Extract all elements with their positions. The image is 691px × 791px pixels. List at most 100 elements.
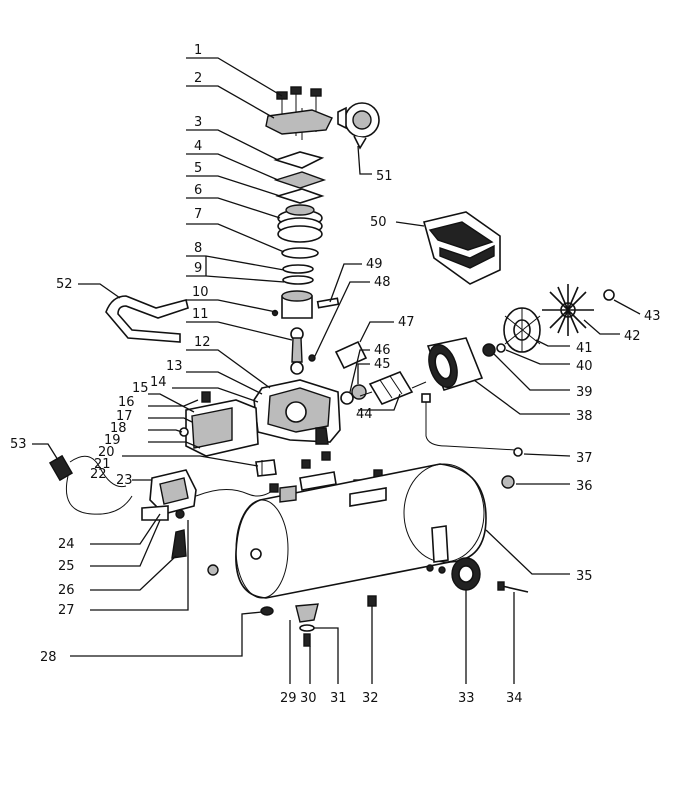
head-gasket bbox=[273, 151, 325, 169]
label-51: 51 bbox=[376, 169, 393, 184]
label-44: 44 bbox=[356, 407, 373, 422]
fan-nut bbox=[603, 289, 615, 301]
foot-assembly bbox=[295, 603, 319, 647]
label-37: 37 bbox=[576, 451, 593, 466]
label-49: 49 bbox=[366, 257, 383, 272]
connecting-rod bbox=[290, 327, 304, 375]
label-36: 36 bbox=[576, 479, 593, 494]
drain-fitting bbox=[171, 529, 187, 559]
label-32: 32 bbox=[362, 691, 379, 706]
label-53: 53 bbox=[10, 437, 27, 452]
piston-ring-middle bbox=[282, 264, 314, 274]
label-31: 31 bbox=[330, 691, 347, 706]
pin-clip bbox=[308, 354, 316, 362]
label-29: 29 bbox=[280, 691, 297, 706]
drain-plug bbox=[367, 595, 377, 607]
air-tank bbox=[235, 463, 487, 599]
label-16: 16 bbox=[118, 395, 135, 410]
label-50: 50 bbox=[370, 215, 387, 230]
wheel-axle-bolt bbox=[497, 581, 529, 593]
label-25: 25 bbox=[58, 559, 75, 574]
label-1: 1 bbox=[194, 43, 202, 58]
label-26: 26 bbox=[58, 583, 75, 598]
bearing-bushing bbox=[334, 340, 368, 370]
fan-guard bbox=[423, 211, 501, 285]
label-14: 14 bbox=[150, 375, 167, 390]
label-38: 38 bbox=[576, 409, 593, 424]
label-30: 30 bbox=[300, 691, 317, 706]
motor-rotor bbox=[359, 371, 427, 405]
cylinder-head bbox=[265, 109, 333, 135]
parts bbox=[48, 86, 615, 647]
unloader-hose bbox=[195, 487, 277, 497]
label-52: 52 bbox=[56, 277, 73, 292]
label-47: 47 bbox=[398, 315, 415, 330]
piston bbox=[271, 290, 313, 319]
outlet-pipe-nut bbox=[513, 447, 523, 457]
piston-ring-top bbox=[281, 247, 319, 259]
carry-handle bbox=[105, 295, 189, 343]
label-10: 10 bbox=[192, 285, 209, 300]
pressure-switch bbox=[179, 391, 259, 457]
label-46: 46 bbox=[374, 343, 391, 358]
label-35: 35 bbox=[576, 569, 593, 584]
label-8: 8 bbox=[194, 241, 202, 256]
cylinder bbox=[277, 204, 323, 243]
cooling-fan bbox=[542, 284, 594, 336]
label-15: 15 bbox=[132, 381, 149, 396]
motor-stator bbox=[426, 337, 484, 391]
motor-bearing bbox=[482, 343, 496, 357]
label-34: 34 bbox=[506, 691, 523, 706]
label-27: 27 bbox=[58, 603, 75, 618]
label-40: 40 bbox=[576, 359, 593, 374]
valve-plate bbox=[273, 171, 327, 189]
label-12: 12 bbox=[194, 335, 211, 350]
label-45: 45 bbox=[374, 357, 391, 372]
label-7: 7 bbox=[194, 207, 202, 222]
piston-pin bbox=[316, 297, 340, 309]
label-33: 33 bbox=[458, 691, 475, 706]
label-28: 28 bbox=[40, 650, 57, 665]
tank-nut bbox=[501, 475, 515, 489]
power-cord bbox=[48, 454, 133, 515]
bearing bbox=[351, 384, 367, 400]
outlet-pipe-fitting bbox=[421, 393, 431, 403]
label-11: 11 bbox=[192, 307, 209, 322]
fitting-valve bbox=[255, 459, 277, 477]
label-3: 3 bbox=[194, 115, 202, 130]
label-5: 5 bbox=[194, 161, 202, 176]
label-42: 42 bbox=[624, 329, 641, 344]
label-43: 43 bbox=[644, 309, 661, 324]
label-19: 19 bbox=[104, 433, 121, 448]
label-9: 9 bbox=[194, 261, 202, 276]
label-39: 39 bbox=[576, 385, 593, 400]
label-17: 17 bbox=[116, 409, 133, 424]
wheel bbox=[426, 557, 481, 591]
label-20: 20 bbox=[98, 445, 115, 460]
bearing-spacer bbox=[496, 343, 506, 353]
label-24: 24 bbox=[58, 537, 75, 552]
label-13: 13 bbox=[166, 359, 183, 374]
label-22: 22 bbox=[90, 467, 107, 482]
pressure-switch-valve bbox=[141, 469, 197, 521]
rubber-foot bbox=[260, 606, 274, 616]
motor-end-housing bbox=[503, 307, 541, 353]
tank-side-nut bbox=[207, 564, 219, 576]
outlet-pipe bbox=[425, 400, 517, 451]
crankcase bbox=[253, 379, 341, 445]
leader-lines bbox=[32, 57, 641, 684]
label-23: 23 bbox=[116, 473, 133, 488]
label-21: 21 bbox=[94, 457, 111, 472]
valve-gasket bbox=[275, 188, 325, 204]
label-4: 4 bbox=[194, 139, 202, 154]
label-18: 18 bbox=[110, 421, 127, 436]
shaft-seal bbox=[340, 391, 354, 405]
label-6: 6 bbox=[194, 183, 202, 198]
piston-ring-bottom bbox=[282, 275, 314, 285]
label-2: 2 bbox=[194, 71, 202, 86]
label-41: 41 bbox=[576, 341, 593, 356]
part-number-labels: 1 2 3 4 5 6 7 8 9 10 11 12 13 14 15 16 1… bbox=[10, 43, 661, 706]
air-filter bbox=[337, 102, 380, 150]
label-48: 48 bbox=[374, 275, 391, 290]
